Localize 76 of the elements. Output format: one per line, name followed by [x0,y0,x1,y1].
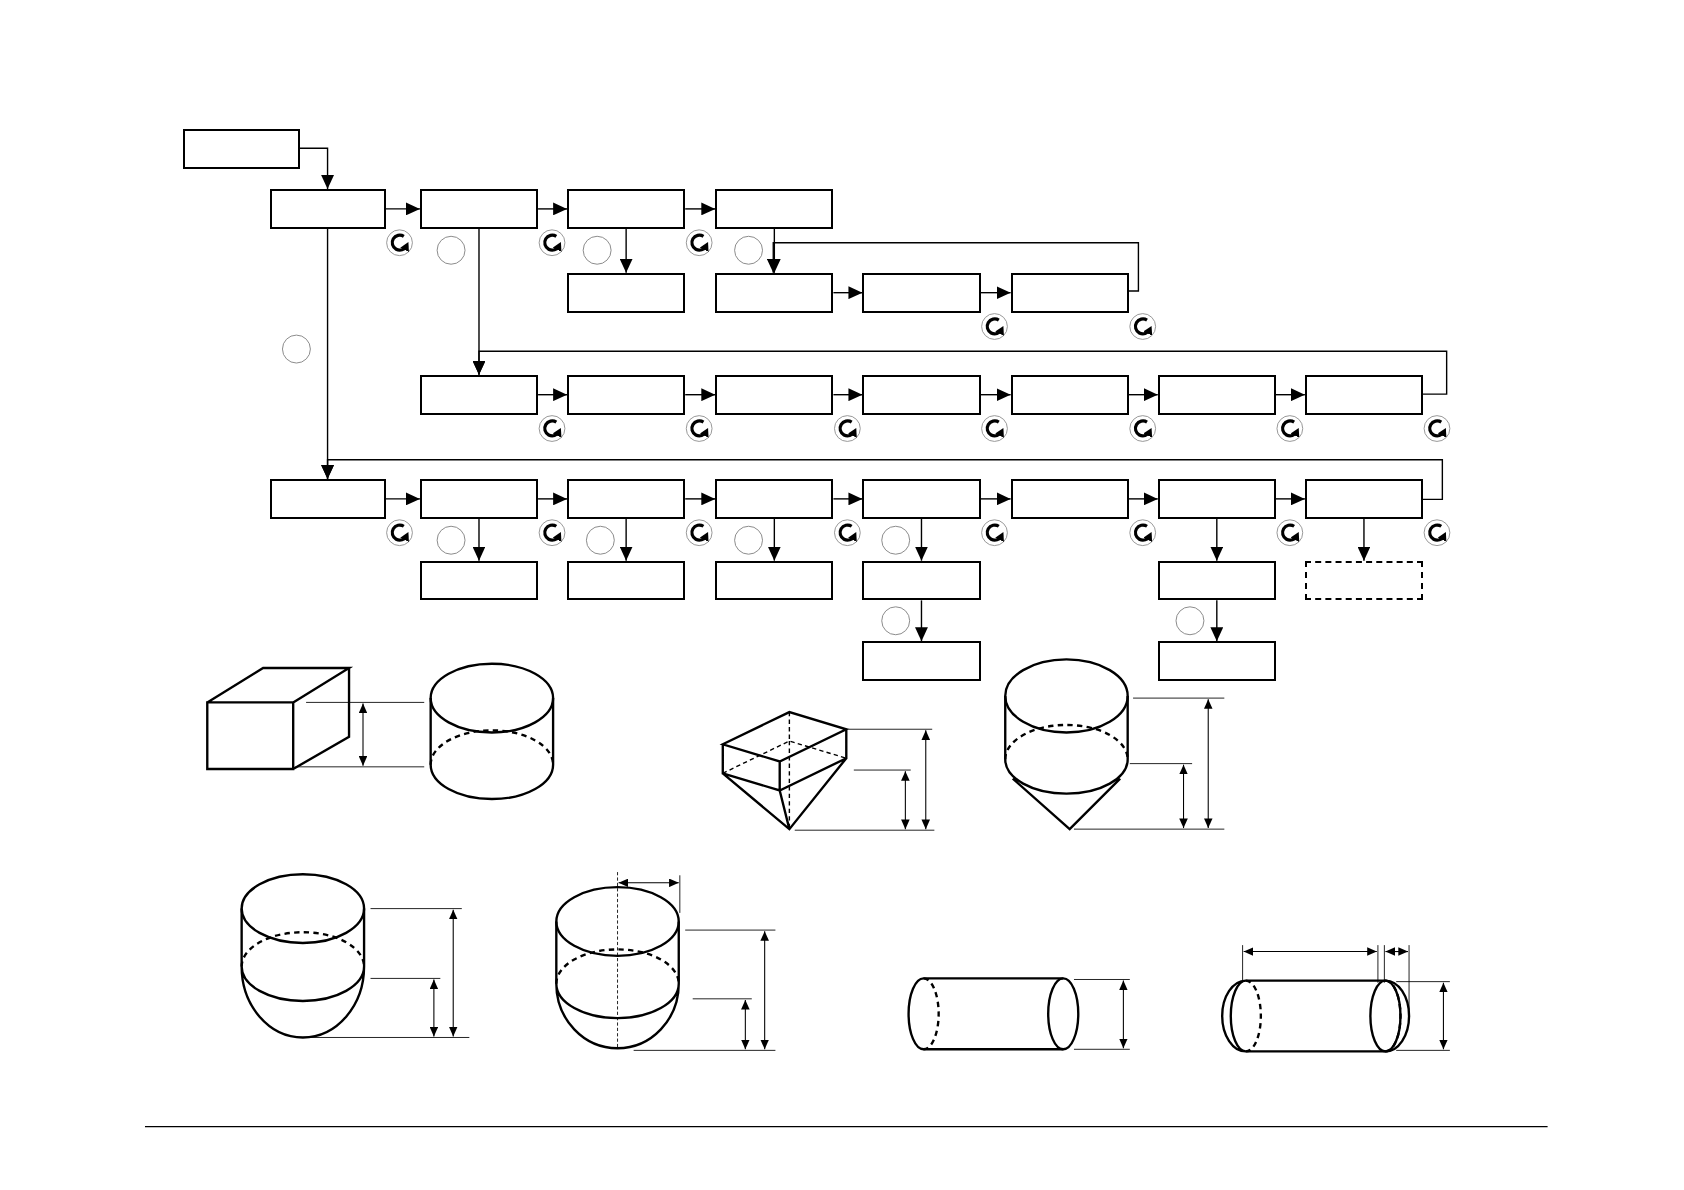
arrow [832,286,864,300]
arrow [915,518,928,562]
loop-arrow [1133,317,1152,336]
process-box [1157,479,1276,519]
process-box [567,189,686,229]
process-box [862,272,981,313]
process-box [1304,479,1423,519]
process-box [1157,560,1276,601]
arrow [684,492,716,506]
process-box [567,560,686,601]
arrow [1357,518,1371,562]
arrow [472,518,486,562]
arrow [384,202,421,216]
arrow [619,518,633,562]
arrow [384,492,421,506]
loop-arrow [543,233,562,253]
process-box [1010,374,1129,415]
loop-arrow [1428,523,1447,543]
dashed-box [1304,560,1423,601]
loop-arrow [1133,419,1152,438]
loop-arrow [1133,523,1152,543]
arrow [832,492,864,506]
loop-arrow [1281,523,1299,543]
arrow [832,388,864,402]
process-box [1010,479,1129,519]
process-box [715,189,834,229]
arrow [915,599,928,642]
process-box [269,479,386,519]
process-box [269,189,386,229]
arrow [1275,492,1306,506]
arrow [537,492,568,506]
process-box [862,560,981,601]
process-box [1157,641,1276,681]
arrow [298,147,334,190]
arrow [979,492,1012,506]
arrow [979,388,1012,402]
process-box [567,479,686,519]
process-box [862,374,981,415]
process-box [419,189,539,229]
arrow [472,350,1448,395]
process-box [419,560,539,601]
process-box [715,560,834,601]
arrow [766,242,1140,292]
arrow [321,459,1444,501]
process-box [567,272,686,313]
arrow [684,202,716,216]
process-box [1157,374,1276,415]
arrow [537,388,568,402]
loop-arrow [1281,419,1299,438]
arrow [1210,518,1224,562]
arrow [684,388,716,402]
arrow [767,518,781,562]
loop-arrow [690,419,709,438]
process-box [1304,374,1423,415]
process-box [182,128,300,169]
process-box [715,374,834,415]
arrow [1275,388,1306,402]
loop-arrow [690,523,709,543]
process-box [1010,272,1129,313]
arrow [1210,599,1224,642]
loop-arrow [543,523,562,543]
arrow [1128,492,1159,506]
process-box [419,479,539,519]
loop-arrow [690,233,709,253]
arrow [1128,388,1159,402]
loop-arrow [1428,419,1447,438]
loop-arrow [543,419,562,438]
arrow [537,202,568,216]
process-box [419,374,539,415]
process-box [862,641,981,681]
arrow [619,228,633,274]
process-box [715,272,834,313]
process-box [715,479,834,519]
arrow [979,286,1012,300]
process-box [862,479,981,519]
process-box [567,374,686,415]
